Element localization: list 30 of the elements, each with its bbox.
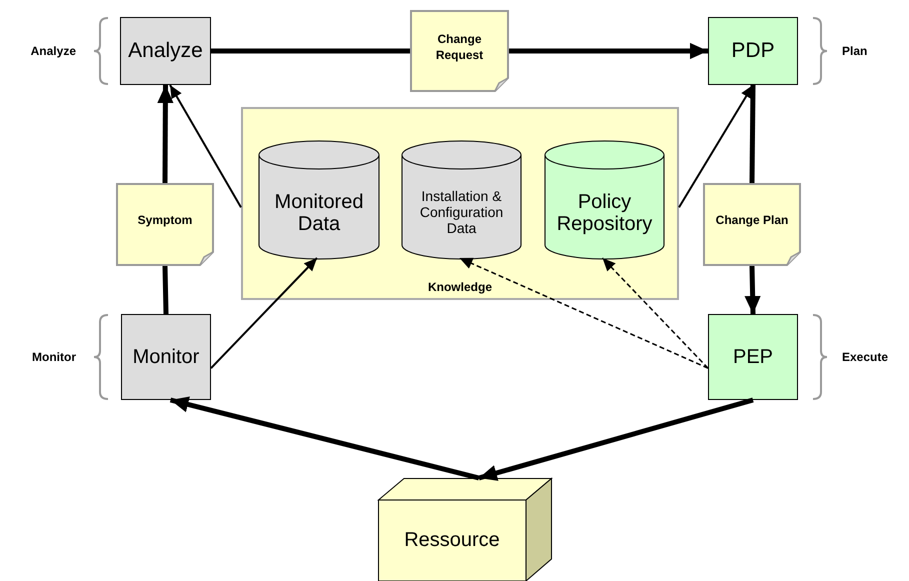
arrow	[210, 257, 318, 369]
stage-label: Monitor	[32, 350, 76, 364]
arrow	[509, 42, 708, 60]
stage-label: Analyze	[30, 44, 76, 58]
note-label: Change Plan	[714, 212, 790, 229]
process-box	[120, 17, 211, 85]
note-label: Symptom	[136, 212, 194, 229]
arrow	[157, 84, 174, 184]
process-box	[708, 17, 798, 85]
box-label: PDP	[730, 39, 776, 63]
box-label: PEP	[732, 346, 774, 368]
stage-label: Execute	[842, 350, 888, 364]
arrow	[459, 257, 708, 369]
arrow	[169, 84, 242, 208]
database-label: Installation & Configuration Data	[418, 189, 504, 236]
knowledge-panel	[241, 107, 679, 300]
process-box	[121, 314, 211, 400]
panel-title: Knowledge	[428, 280, 492, 294]
database-label: Monitored Data	[274, 190, 364, 236]
resource-label: Ressource	[403, 529, 501, 552]
database-label: Policy Repository	[556, 190, 654, 236]
stage-label: Plan	[842, 44, 868, 58]
arrow	[602, 257, 709, 369]
box-label: Monitor	[132, 346, 200, 368]
arrow	[170, 396, 480, 480]
process-box	[708, 314, 798, 400]
box-label: Analyze	[127, 39, 204, 63]
arrow	[744, 266, 761, 314]
arrow	[478, 398, 754, 481]
note-label: Change Request	[434, 30, 484, 64]
